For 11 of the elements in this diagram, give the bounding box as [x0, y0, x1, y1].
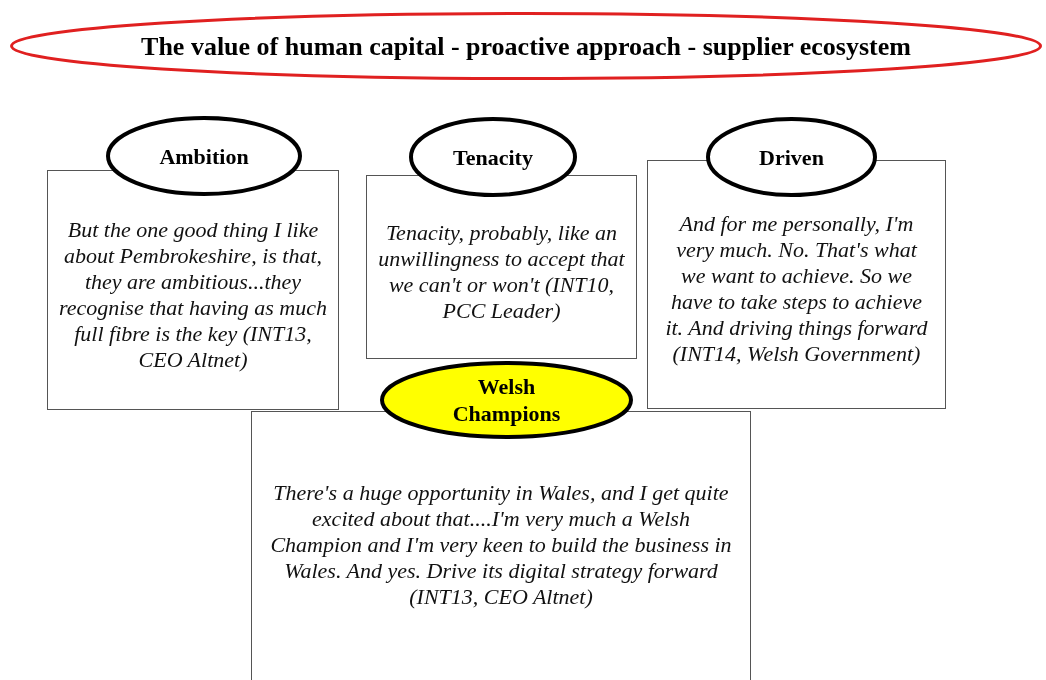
quote-text: But the one good thing I like about Pembrokeshire, is that, they are ambitious...they recognise that having as much full fibre is the key (INT13, CEO Altnet) [58, 217, 328, 374]
quote-box [366, 175, 637, 359]
heading-text: Tenacity [453, 143, 533, 171]
quote-box [47, 170, 339, 410]
heading-text: Ambition [159, 142, 249, 170]
quote-text: Tenacity, probably, like an unwillingness to accept that we can't or won't (INT10, PCC Leader) [377, 220, 626, 325]
quote-text: And for me personally, I'm very much. No. That's what we want to achieve. So we have to take steps to achieve it. And driving things forward (INT14, Welsh Government) [664, 211, 929, 368]
heading-text: Welsh Champions [452, 373, 561, 427]
heading-text: Driven [759, 143, 824, 171]
quote-text: There's a huge opportunity in Wales, and I get quite excited about that....I'm very much a Welsh Champion and I'm very keen to build the business in Wales. And yes. Drive its digital strategy forward (INT13, CEO Altnet) [269, 480, 733, 611]
title-text: The value of human capital - proactive approach - supplier ecosystem [141, 32, 911, 60]
